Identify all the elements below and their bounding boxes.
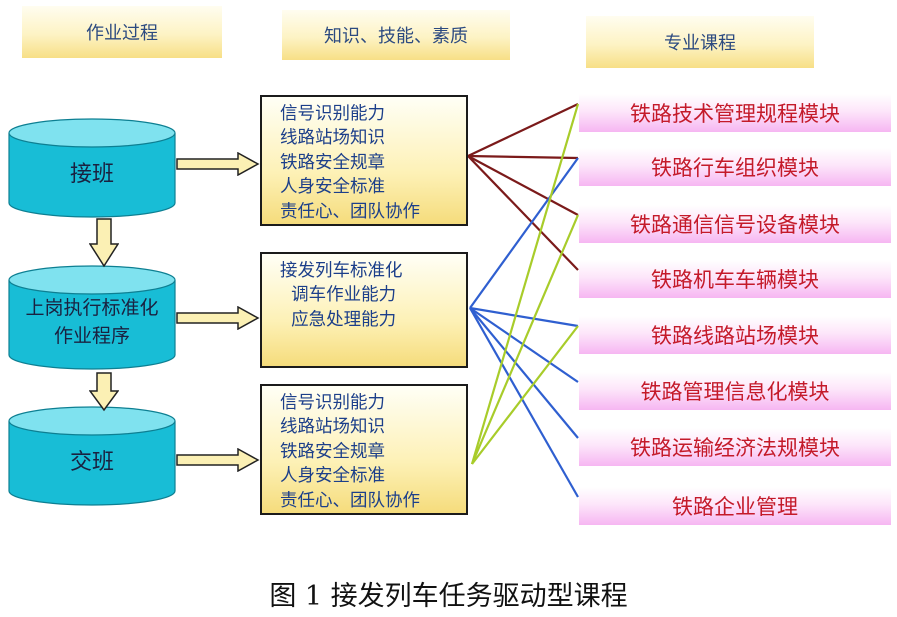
header-process: 作业过程: [22, 6, 222, 58]
cylinder-shape: [8, 406, 176, 506]
connector-box1-line: [467, 155, 579, 271]
header-knowledge: 知识、技能、素质: [282, 10, 510, 60]
knowledge-item: 铁路安全规章: [280, 441, 385, 462]
knowledge-item: 线路站场知识: [280, 128, 385, 149]
knowledge-item: 铁路安全规章: [280, 152, 385, 173]
down-arrow-icon: [89, 218, 119, 268]
connector-box3-line: [470, 214, 580, 465]
right-arrow-icon: [176, 306, 260, 330]
connector-box1-line: [467, 155, 579, 216]
connector-box1-line: [467, 103, 579, 157]
course-module: 铁路线路站场模块: [579, 316, 891, 354]
knowledge-item: 责任心、团队协作: [280, 201, 420, 222]
knowledge-box-handover-in: 信号识别能力 线路站场知识 铁路安全规章 人身安全标准 责任心、团队协作: [260, 95, 468, 226]
right-arrow-icon: [176, 152, 260, 176]
connector-box2-line: [469, 307, 579, 439]
knowledge-item: 线路站场知识: [280, 417, 385, 438]
process-step-label: 上岗执行标准化: [25, 297, 159, 319]
knowledge-item: 人身安全标准: [280, 177, 385, 198]
knowledge-item: 接发列车标准化: [280, 261, 403, 281]
knowledge-item: 调车作业能力: [280, 285, 397, 306]
knowledge-box-operation: 接发列车标准化 调车作业能力 应急处理能力: [260, 252, 468, 368]
course-module: 铁路通信信号设备模块: [579, 205, 891, 243]
right-arrow-icon: [176, 448, 260, 472]
knowledge-box-handover-out: 信号识别能力 线路站场知识 铁路安全规章 人身安全标准 责任心、团队协作: [260, 384, 468, 515]
knowledge-item: 责任心、团队协作: [280, 490, 420, 511]
connector-box2-line: [469, 307, 579, 498]
knowledge-item: 应急处理能力: [280, 309, 397, 330]
process-step-handover-in: 接班: [8, 118, 176, 218]
connector-box2-line: [469, 307, 579, 383]
connector-box3-line: [470, 103, 580, 465]
connector-box2-line: [469, 306, 579, 328]
connector-box1-line: [467, 154, 579, 160]
knowledge-item: 人身安全标准: [280, 466, 385, 487]
course-module: 铁路企业管理: [579, 487, 891, 525]
down-arrow-icon: [89, 372, 119, 412]
process-step-standard-operation: 上岗执行标准化 作业程序: [8, 265, 176, 370]
course-module: 铁路行车组织模块: [579, 148, 891, 186]
header-courses: 专业课程: [586, 16, 814, 68]
cylinder-shape: [8, 118, 176, 218]
cylinder-shape: [8, 265, 176, 370]
connector-box2-line: [469, 157, 579, 309]
course-module: 铁路机车车辆模块: [579, 260, 891, 298]
course-module: 铁路运输经济法规模块: [579, 428, 891, 466]
figure-caption: 图 1 接发列车任务驱动型课程: [269, 581, 628, 612]
course-module: 铁路管理信息化模块: [579, 372, 891, 410]
course-module: 铁路技术管理规程模块: [579, 94, 891, 132]
knowledge-item: 信号识别能力: [280, 104, 385, 124]
process-step-label-line2: 作业程序: [53, 325, 130, 347]
connector-box3-line: [471, 325, 579, 465]
process-step-handover-out: 交班: [8, 406, 176, 506]
process-step-label: 交班: [69, 450, 114, 475]
knowledge-item: 信号识别能力: [280, 393, 385, 413]
process-step-label: 接班: [69, 162, 114, 187]
